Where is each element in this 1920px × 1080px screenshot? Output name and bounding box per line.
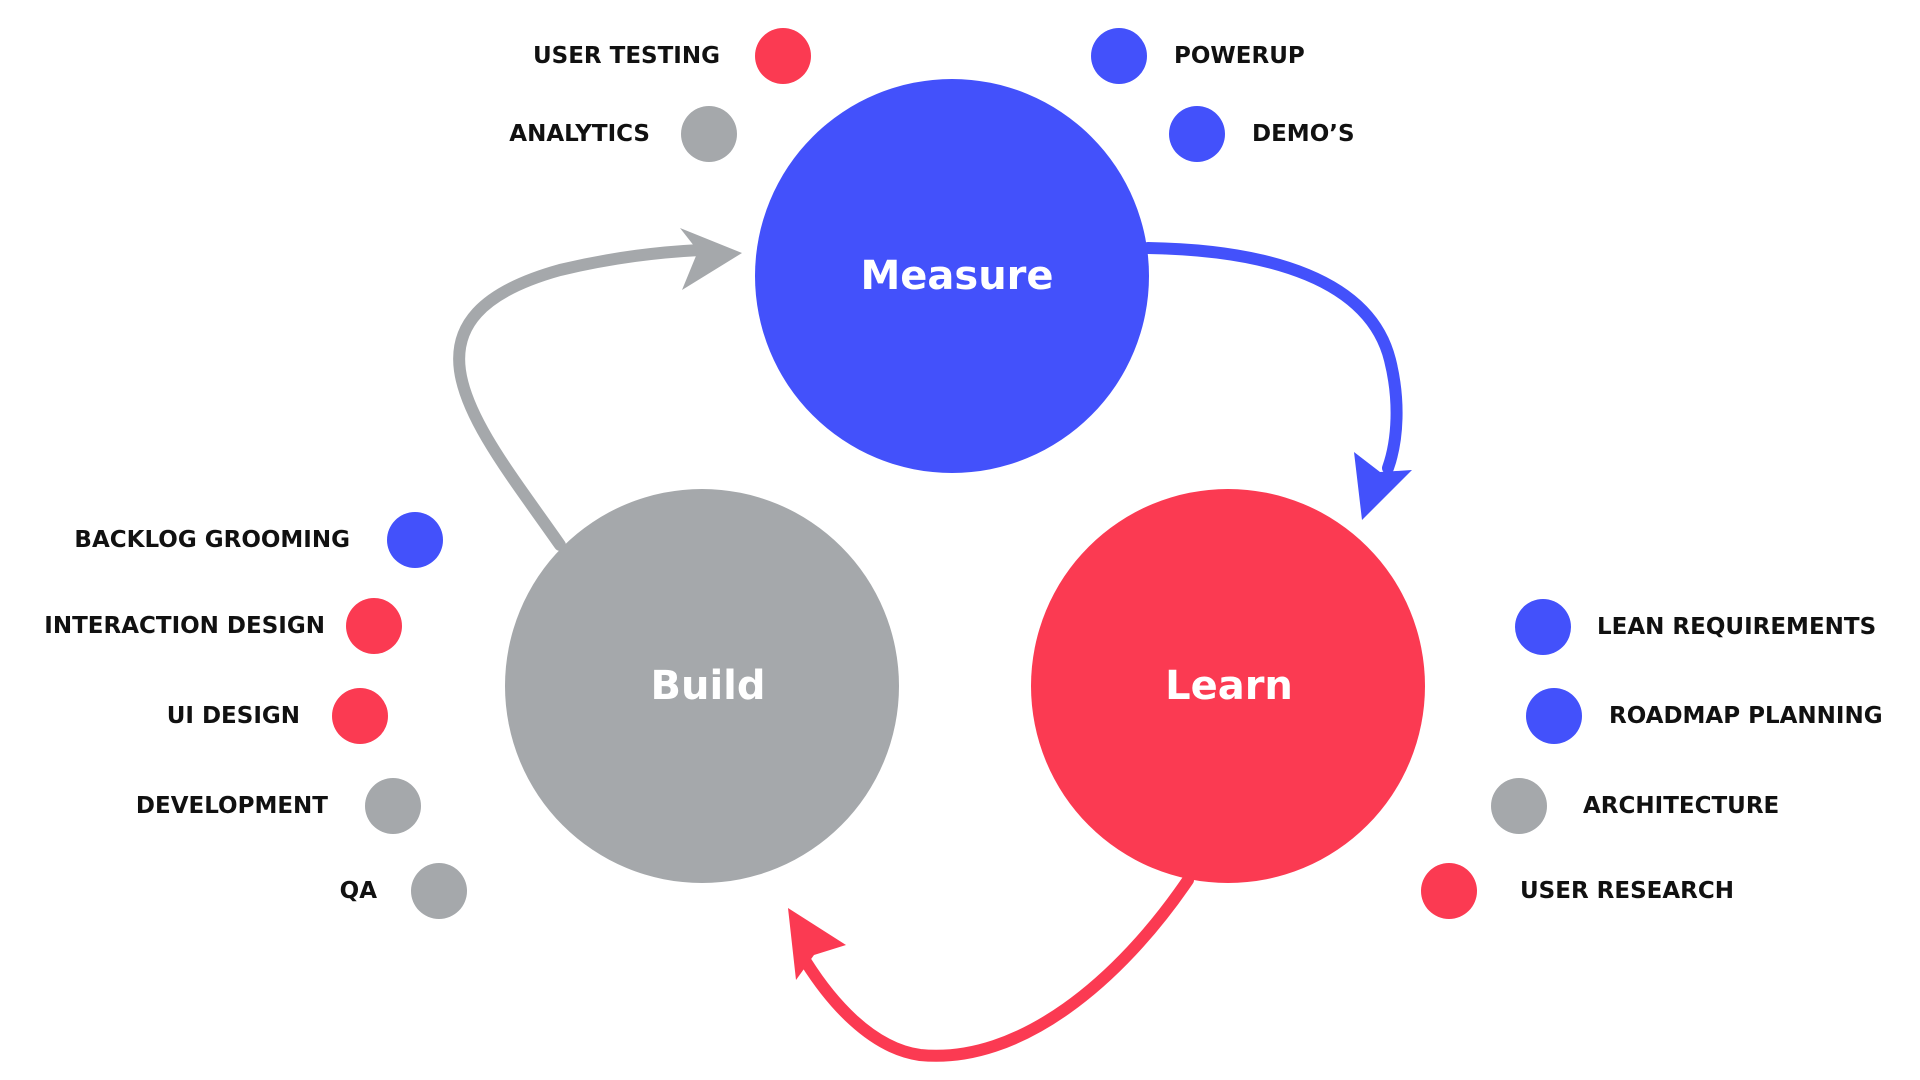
item-dot bbox=[332, 688, 388, 744]
item-dot bbox=[1515, 599, 1571, 655]
build-item: QA bbox=[340, 863, 467, 919]
item-label: LEAN REQUIREMENTS bbox=[1597, 614, 1876, 640]
learn-item: ARCHITECTURE bbox=[1491, 778, 1779, 834]
measure-items: USER TESTING ANALYTICS POWERUP DEMO’S bbox=[509, 28, 1355, 162]
item-label: POWERUP bbox=[1174, 43, 1305, 69]
learn-item: ROADMAP PLANNING bbox=[1526, 688, 1883, 744]
item-label: INTERACTION DESIGN bbox=[44, 613, 325, 639]
arrow-measure-to-learn bbox=[1142, 242, 1403, 474]
arrow-learn-to-build bbox=[800, 874, 1194, 1062]
build-item: UI DESIGN bbox=[167, 688, 388, 744]
arrow-measure-to-learn-head bbox=[1354, 452, 1412, 520]
learn-circle bbox=[1031, 489, 1425, 883]
measure-item: DEMO’S bbox=[1169, 106, 1355, 162]
item-label: USER RESEARCH bbox=[1520, 878, 1734, 904]
item-label: BACKLOG GROOMING bbox=[74, 527, 350, 553]
item-dot bbox=[411, 863, 467, 919]
arrow-build-to-measure bbox=[453, 244, 706, 551]
node-build: Build bbox=[505, 489, 899, 883]
item-dot bbox=[346, 598, 402, 654]
build-circle bbox=[505, 489, 899, 883]
item-label: UI DESIGN bbox=[167, 703, 300, 729]
item-dot bbox=[1421, 863, 1477, 919]
measure-item: USER TESTING bbox=[533, 28, 811, 84]
cycle-arrows bbox=[453, 228, 1412, 1062]
item-dot bbox=[1091, 28, 1147, 84]
item-dot bbox=[1491, 778, 1547, 834]
item-dot bbox=[387, 512, 443, 568]
item-label: DEMO’S bbox=[1252, 121, 1355, 147]
item-dot bbox=[1526, 688, 1582, 744]
learn-item: USER RESEARCH bbox=[1421, 863, 1734, 919]
item-label: QA bbox=[340, 878, 378, 904]
measure-item: ANALYTICS bbox=[509, 106, 737, 162]
build-item: BACKLOG GROOMING bbox=[74, 512, 443, 568]
arrow-learn-to-build-head bbox=[788, 908, 846, 980]
item-label: USER TESTING bbox=[533, 43, 720, 69]
learn-item: LEAN REQUIREMENTS bbox=[1515, 599, 1876, 655]
item-label: ANALYTICS bbox=[509, 121, 650, 147]
node-measure: Measure bbox=[755, 79, 1149, 473]
item-dot bbox=[755, 28, 811, 84]
arrow-build-to-measure-head bbox=[680, 228, 742, 290]
item-label: ROADMAP PLANNING bbox=[1609, 703, 1883, 729]
item-dot bbox=[365, 778, 421, 834]
measure-label: Measure bbox=[860, 253, 1053, 299]
node-learn: Learn bbox=[1031, 489, 1425, 883]
learn-label: Learn bbox=[1165, 663, 1293, 709]
learn-items: LEAN REQUIREMENTS ROADMAP PLANNING ARCHI… bbox=[1421, 599, 1883, 919]
item-dot bbox=[1169, 106, 1225, 162]
build-label: Build bbox=[650, 663, 765, 709]
build-item: DEVELOPMENT bbox=[136, 778, 421, 834]
item-label: ARCHITECTURE bbox=[1583, 793, 1779, 819]
item-dot bbox=[681, 106, 737, 162]
measure-item: POWERUP bbox=[1091, 28, 1305, 84]
build-items: BACKLOG GROOMING INTERACTION DESIGN UI D… bbox=[44, 512, 467, 919]
build-item: INTERACTION DESIGN bbox=[44, 598, 402, 654]
measure-circle bbox=[755, 79, 1149, 473]
item-label: DEVELOPMENT bbox=[136, 793, 328, 819]
